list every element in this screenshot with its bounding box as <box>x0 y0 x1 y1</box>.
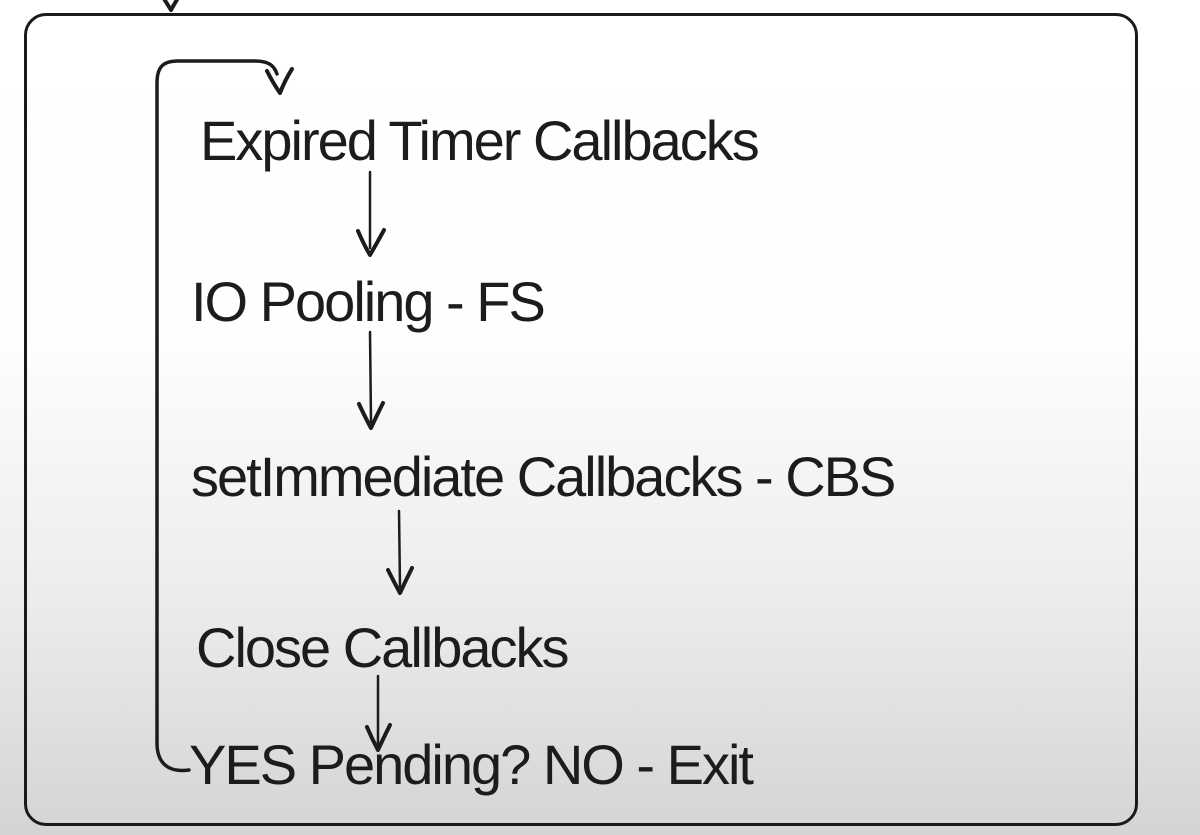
step-pending-check-exit: YES Pending? NO - Exit <box>189 733 754 796</box>
step-setimmediate-callbacks-cbs: setImmediate Callbacks - CBS <box>191 445 896 508</box>
entry-arrowhead-icon <box>162 0 180 12</box>
step-io-pooling-fs: IO Pooling - FS <box>191 270 546 333</box>
step-close-callbacks: Close Callbacks <box>196 616 569 679</box>
step-expired-timer-callbacks: Expired Timer Callbacks <box>200 109 760 172</box>
event-loop-container-box <box>24 13 1138 826</box>
